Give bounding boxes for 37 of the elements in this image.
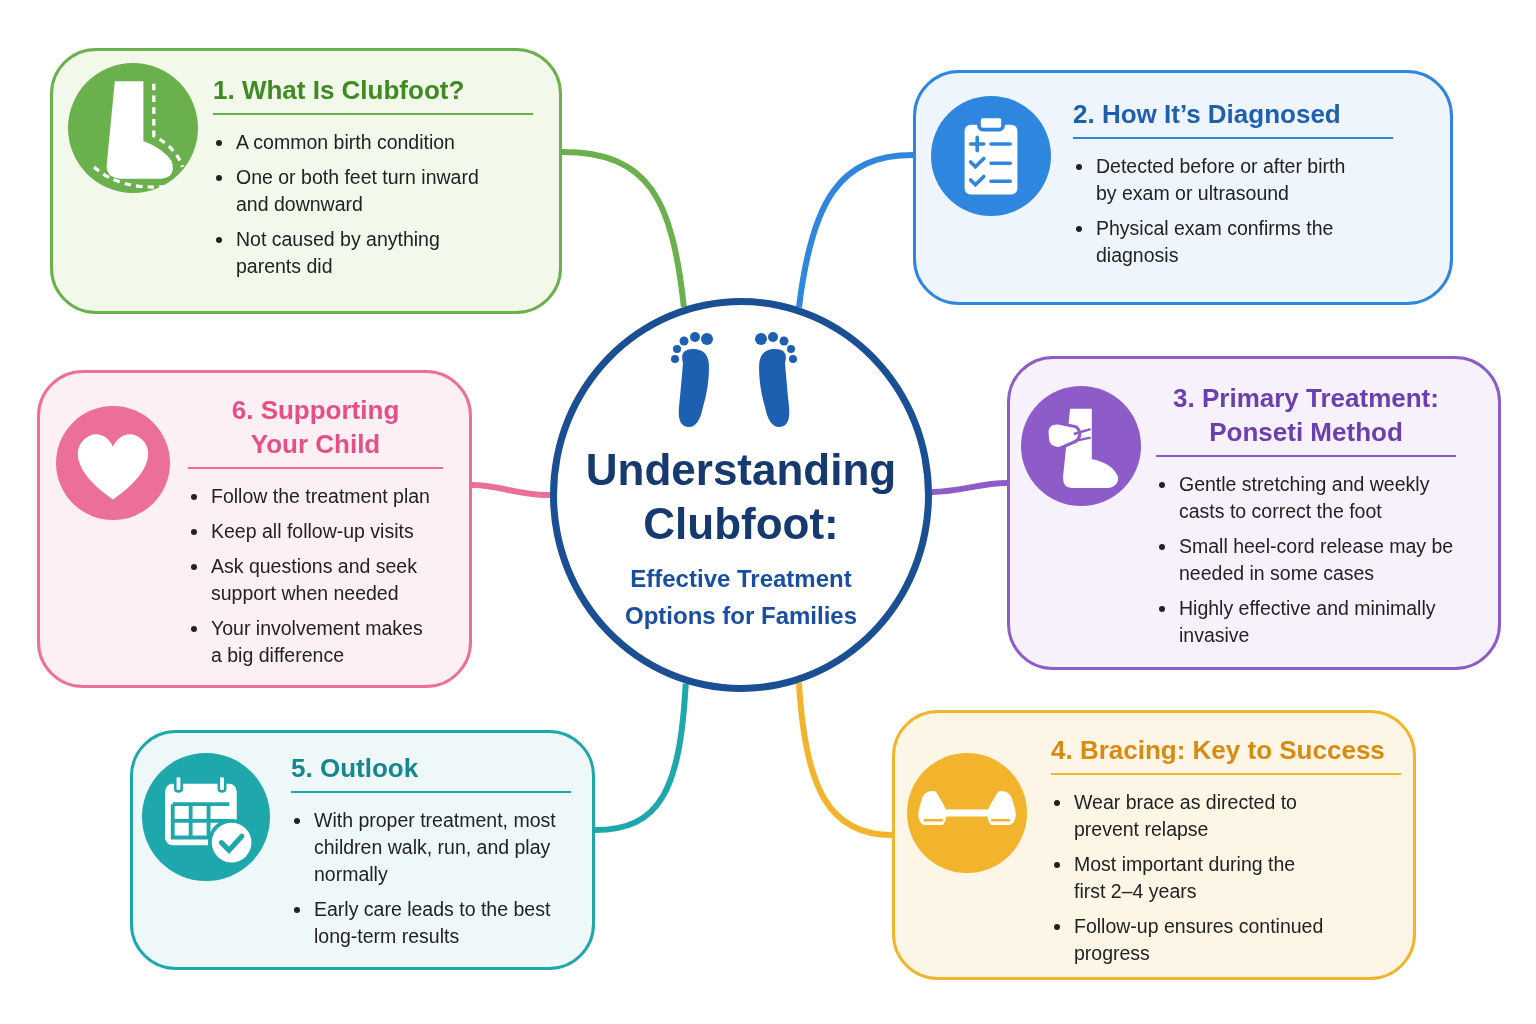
card-heading: 2. How It’s Diagnosed — [1073, 98, 1341, 131]
connector-line — [594, 683, 689, 833]
topic-card — [892, 710, 1416, 980]
topic-card — [913, 70, 1453, 305]
bullet-item: Detected before or after birth by exam or ultrasound — [1073, 153, 1348, 207]
bullet-item: Physical exam confirms the diagnosis — [1073, 215, 1348, 269]
connector-line — [561, 149, 687, 308]
connector-line — [471, 482, 550, 498]
bullet-item: Not caused by anything parents did — [213, 226, 488, 280]
card-heading: 1. What Is Clubfoot? — [213, 74, 465, 107]
bullet-item: Small heel-cord release may be needed in some cases — [1156, 533, 1456, 587]
center-title: Understanding Clubfoot: — [584, 444, 898, 550]
connector-line — [931, 480, 1008, 495]
topic-card — [130, 730, 595, 970]
topic-card — [1007, 356, 1501, 670]
bullet-item: Follow-up ensures continued progress — [1051, 913, 1331, 967]
bullet-item: Highly effective and minimally invasive — [1156, 595, 1456, 649]
card-heading: 3. Primary Treatment: Ponseti Method — [1172, 382, 1440, 449]
center-subtitle: Effective Treatment Options for Families — [624, 564, 858, 631]
bullet-item: One or both feet turn inward and downward — [213, 164, 488, 218]
card-heading: 4. Bracing: Key to Success — [1051, 734, 1385, 767]
topic-card — [50, 48, 562, 314]
bullet-item: Early care leads to the best long-term results — [291, 896, 571, 950]
card-heading: 6. Supporting Your Child — [230, 394, 401, 461]
connector-line — [796, 682, 893, 838]
bullet-item: Ask questions and seek support when needed — [188, 553, 436, 607]
bullet-item: Wear brace as directed to prevent relapse — [1051, 789, 1331, 843]
bullet-item: Gentle stretching and weekly casts to correct the foot — [1156, 471, 1456, 525]
bullet-item: Most important during the first 2–4 years — [1051, 851, 1331, 905]
bullet-item: Your involvement makes a big difference — [188, 615, 436, 669]
bullet-item: A common birth condition — [213, 129, 488, 156]
bullet-item: Follow the treatment plan — [188, 483, 436, 510]
topic-card — [37, 370, 472, 688]
card-heading: 5. Outlook — [291, 752, 419, 785]
bullet-item: Keep all follow-up visits — [188, 518, 436, 545]
bullet-item: With proper treatment, most children walk, run, and play normally — [291, 807, 571, 888]
connector-line — [796, 152, 914, 308]
